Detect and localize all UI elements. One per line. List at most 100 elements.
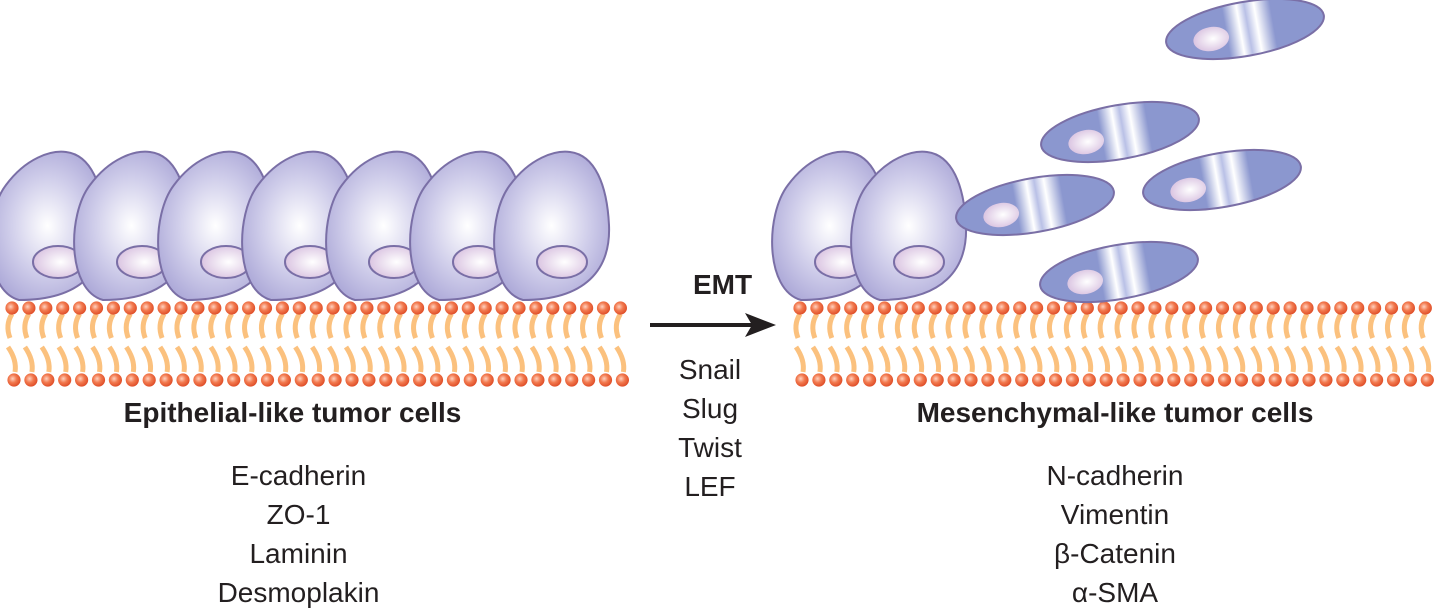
lipid — [1080, 301, 1096, 387]
lipid-head — [444, 301, 458, 315]
lipid-head — [846, 373, 860, 387]
mesenchymal-marker-list: N-cadherin Vimentin β-Catenin α-SMA — [800, 456, 1430, 612]
epithelial-marker-list: E-cadherin ZO-1 Laminin Desmoplakin — [0, 456, 597, 612]
lipid-head — [1403, 373, 1417, 387]
lipid-head — [326, 301, 340, 315]
lipid-head — [242, 301, 256, 315]
lipid-head — [176, 373, 190, 387]
lipid-head — [810, 301, 824, 315]
cell-body — [1040, 100, 1200, 164]
mesenchymal-marker: Vimentin — [1060, 499, 1170, 530]
lipid-head — [1097, 301, 1111, 315]
lipid-head — [1334, 301, 1348, 315]
lipid — [360, 301, 376, 387]
mesenchymal-cell — [1040, 100, 1200, 164]
lipid — [225, 301, 241, 387]
lipid — [208, 301, 224, 387]
lipid — [793, 301, 809, 387]
lipid — [22, 301, 38, 387]
lipid-head — [928, 301, 942, 315]
lipid-head — [22, 301, 36, 315]
lipid-head — [615, 373, 630, 387]
lipid-head — [1384, 301, 1399, 315]
lipid-head — [1015, 373, 1029, 387]
lipid — [1013, 301, 1029, 387]
lipid — [478, 301, 494, 387]
lipid-head — [157, 301, 171, 315]
lipid — [1300, 301, 1316, 387]
lipid — [140, 301, 156, 387]
mesenchymal-migrating-cells — [955, 0, 1325, 304]
lipid-head — [795, 373, 809, 387]
lipid-head — [478, 301, 492, 315]
lipid-head — [311, 373, 325, 387]
lipid-head — [512, 301, 526, 315]
lipid — [157, 301, 173, 387]
nucleus — [893, 245, 945, 279]
lipid-head — [89, 301, 104, 315]
lipid-head — [514, 373, 528, 387]
lipid-head — [106, 301, 120, 315]
lipid-head — [863, 373, 877, 387]
lipid-head — [58, 373, 72, 387]
lipid-head — [793, 301, 807, 315]
lipid-head — [208, 301, 222, 315]
lipid-head — [413, 373, 427, 387]
mesenchymal-marker: β-Catenin — [1054, 538, 1176, 569]
lipid-head — [495, 301, 509, 315]
epithelial-marker: Laminin — [249, 538, 348, 569]
lipid-head — [894, 301, 909, 315]
lipid — [1148, 301, 1164, 387]
emt-arrow — [650, 313, 776, 337]
lipid-head — [1234, 373, 1248, 387]
lipid-head — [309, 301, 323, 315]
lipid-head — [1201, 373, 1215, 387]
lipid — [123, 301, 139, 387]
lipid-head — [1114, 301, 1128, 315]
lipid-head — [1080, 301, 1094, 315]
lipid-head — [1013, 301, 1027, 315]
transcription-factor: LEF — [684, 471, 736, 502]
lipid — [377, 301, 393, 387]
lipid-head — [1420, 373, 1434, 387]
lipid-head — [996, 301, 1010, 315]
lipid — [73, 301, 89, 387]
epithelial-marker: Desmoplakin — [217, 577, 380, 608]
lipid-head — [225, 301, 239, 315]
mesenchymal-cell — [955, 173, 1115, 237]
lipid — [962, 301, 978, 387]
lipid-head — [945, 301, 959, 315]
mesenchymal-cell — [1039, 240, 1199, 304]
lipid — [810, 301, 826, 387]
lipid-head — [1370, 373, 1384, 387]
lipid — [1384, 301, 1401, 387]
lipid — [411, 301, 427, 387]
lipid-head — [108, 373, 122, 387]
lipid-head — [73, 301, 87, 315]
lipid-head — [56, 301, 70, 315]
lipid — [1401, 301, 1417, 387]
lipid — [1232, 301, 1248, 387]
lipid — [1351, 301, 1367, 387]
lipid — [1368, 301, 1384, 387]
lipid-head — [1065, 373, 1079, 387]
lipid — [1215, 301, 1232, 387]
lipid-head — [1351, 301, 1365, 315]
lipid-head — [582, 373, 596, 387]
lipid-head — [480, 373, 494, 387]
lipid-head — [446, 373, 460, 387]
lipid-head — [277, 373, 291, 387]
lipid-head — [1063, 301, 1077, 315]
lipid-head — [1319, 373, 1333, 387]
lipid — [580, 301, 596, 387]
lipid-head — [913, 373, 927, 387]
cell-body — [1165, 0, 1325, 61]
lipid — [326, 301, 342, 387]
lipid — [174, 301, 190, 387]
nucleus — [1193, 26, 1230, 52]
mesenchymal-cell — [1142, 148, 1302, 212]
lipid — [844, 301, 860, 387]
lipid-head — [244, 373, 258, 387]
lipid-head — [962, 301, 976, 315]
lipid-head — [1046, 301, 1061, 315]
